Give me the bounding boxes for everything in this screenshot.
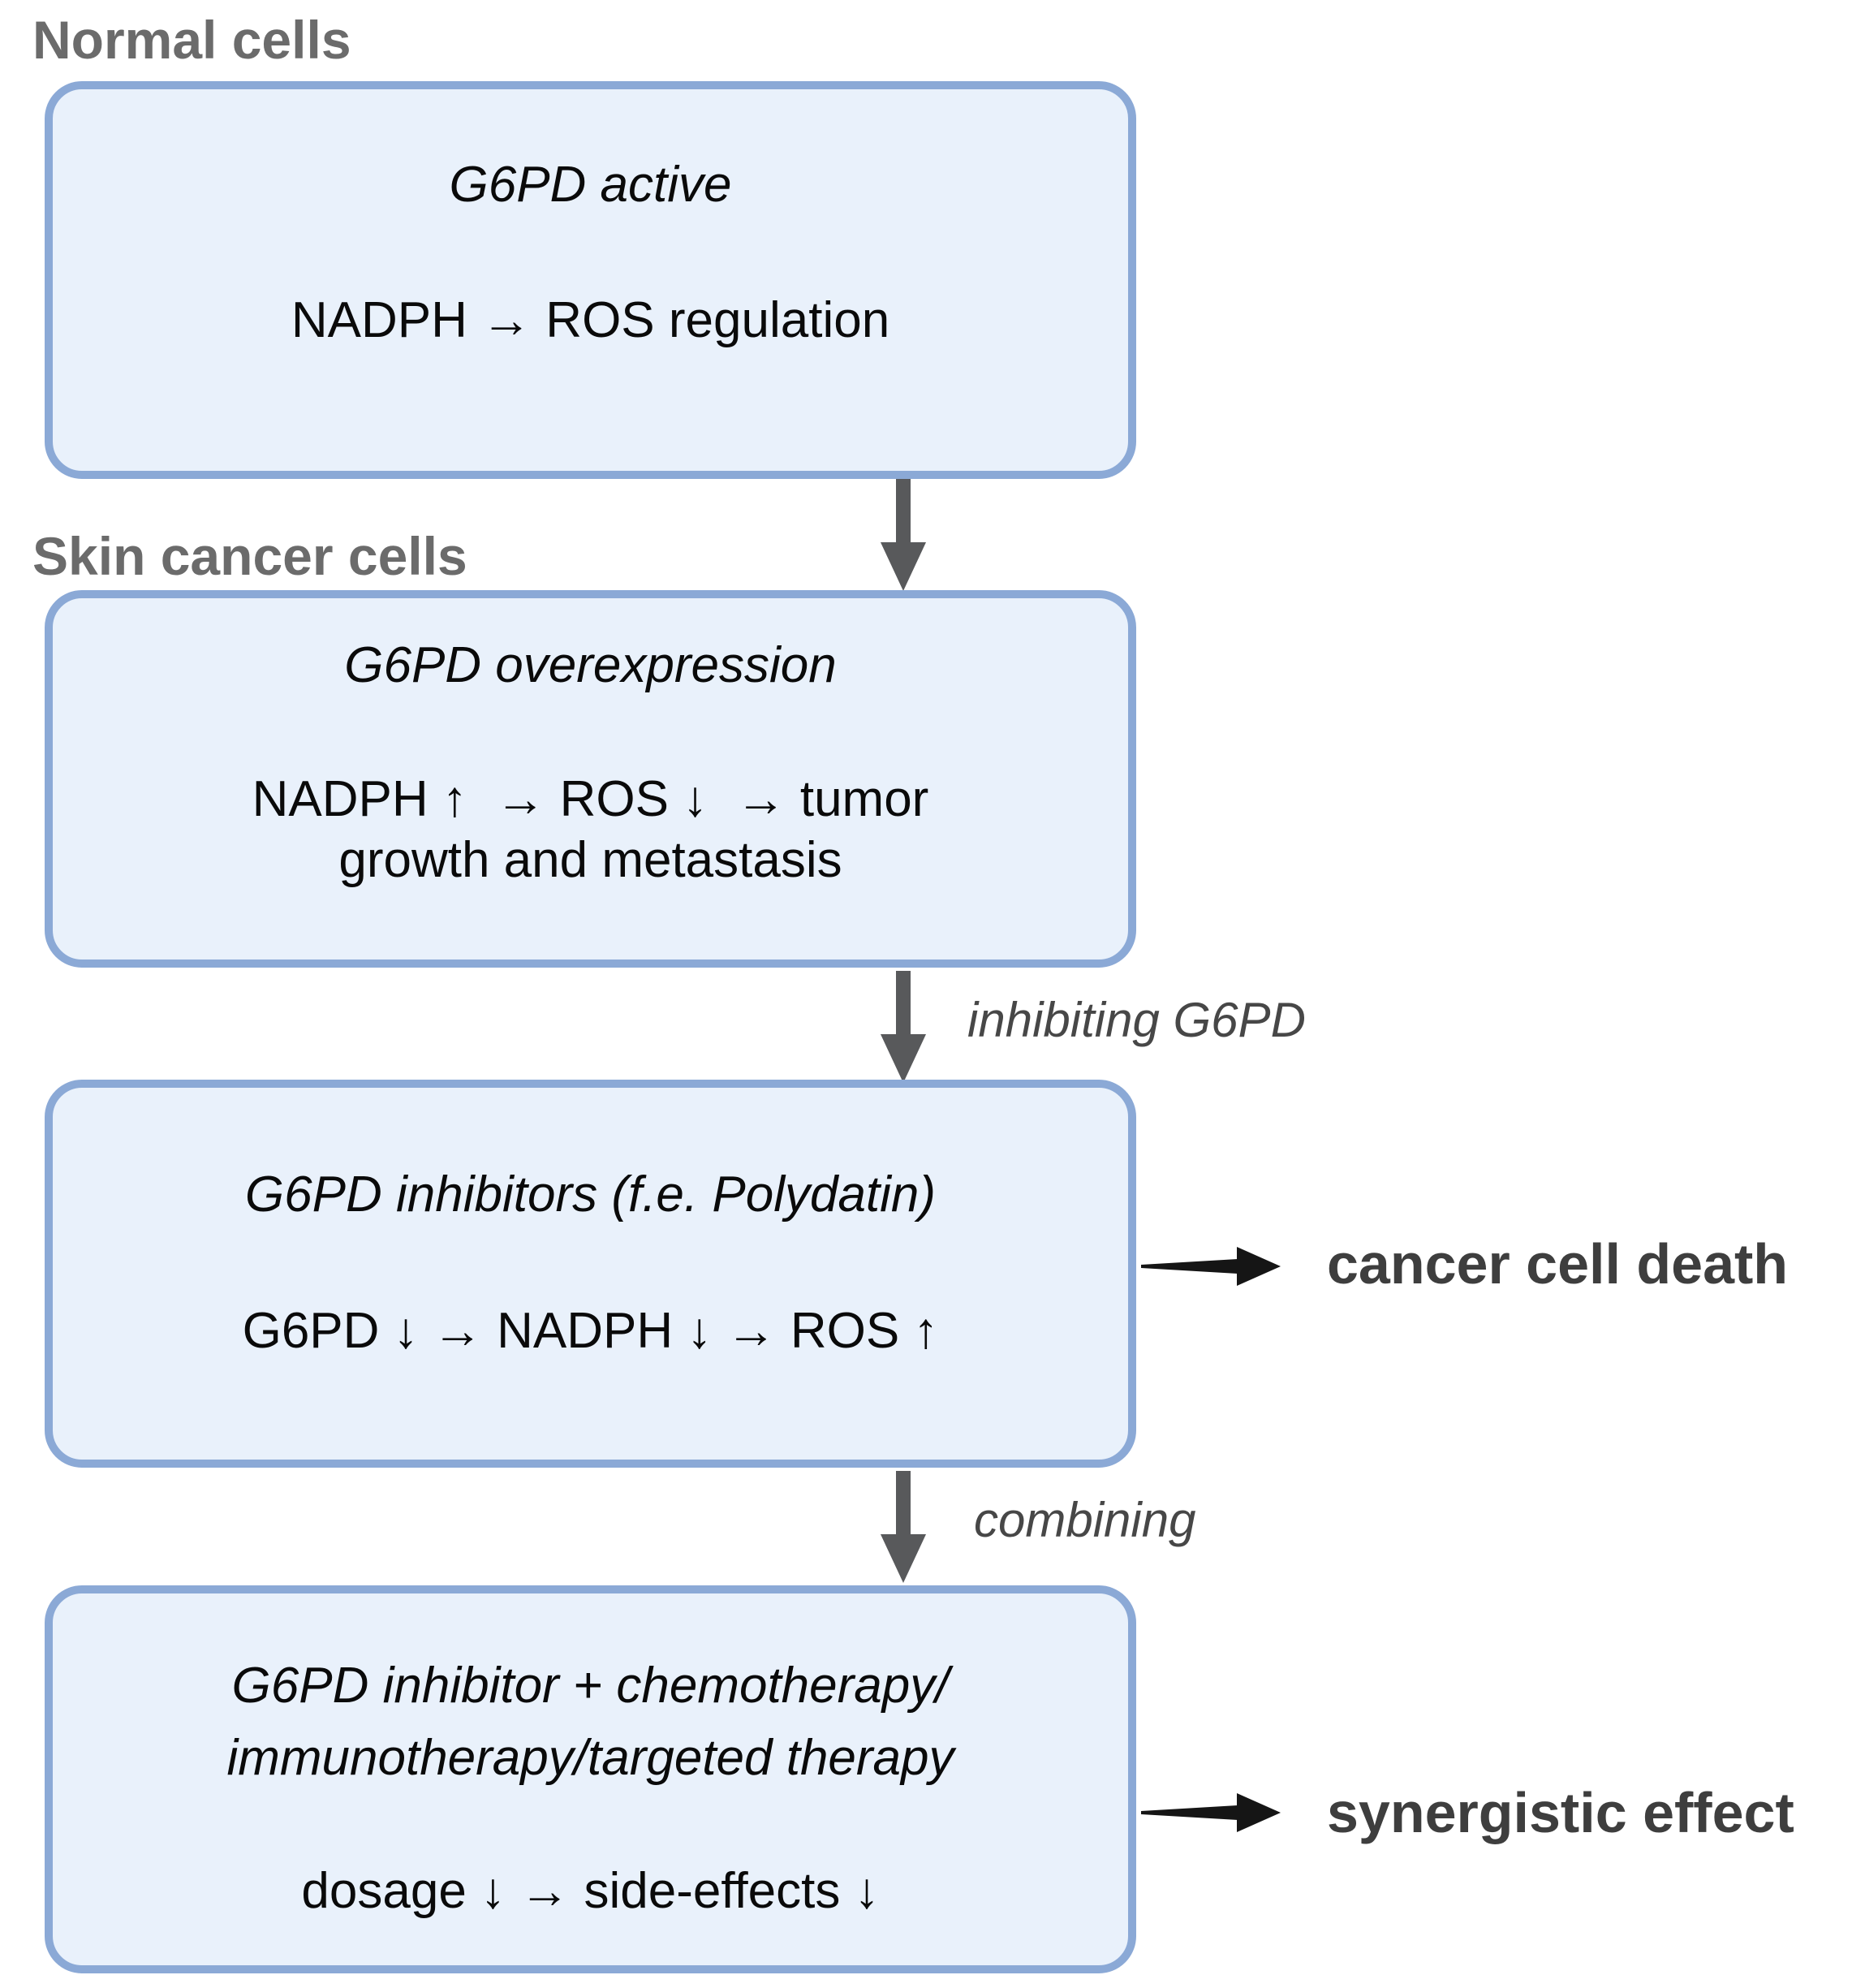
skin-cancer-cells-label: Skin cancer cells [32, 526, 467, 586]
combination-line2: immunotherapy/targeted therapy [226, 1730, 954, 1786]
combination-therapy-box: G6PD inhibitor + chemotherapy/ immunothe… [45, 1585, 1136, 1973]
combination-line3: dosage ↓ → side-effects ↓ [301, 1863, 880, 1919]
down-arrow-icon [881, 1471, 926, 1583]
normal-cells-line1: G6PD active [449, 157, 732, 213]
skin-cancer-cells-box: G6PD overexpression NADPH ↑ → ROS ↓ → tu… [45, 590, 1136, 968]
combination-line1: G6PD inhibitor + chemotherapy/ [231, 1658, 950, 1714]
normal-cells-line2: NADPH → ROS regulation [291, 292, 890, 348]
g6pd-inhibitors-box: G6PD inhibitors (f.e. Polydatin) G6PD ↓ … [45, 1080, 1136, 1468]
cancer-cell-death-label: cancer cell death [1327, 1232, 1789, 1296]
down-arrow-icon [881, 971, 926, 1083]
skin-cancer-line2: NADPH ↑ → ROS ↓ → tumor [252, 771, 929, 827]
normal-cells-box: G6PD active NADPH → ROS regulation [45, 81, 1136, 479]
right-arrow-icon [1141, 1793, 1281, 1832]
combining-annotation: combining [974, 1493, 1196, 1547]
skin-cancer-line3: growth and metastasis [338, 832, 842, 888]
inhibiting-g6pd-annotation: inhibiting G6PD [967, 993, 1306, 1047]
g6pd-inhibitors-line2: G6PD ↓ → NADPH ↓ → ROS ↑ [242, 1303, 939, 1359]
right-arrow-icon [1141, 1247, 1281, 1286]
normal-cells-label: Normal cells [32, 10, 351, 70]
skin-cancer-line1: G6PD overexpression [344, 637, 837, 693]
g6pd-inhibitors-line1: G6PD inhibitors (f.e. Polydatin) [244, 1166, 937, 1223]
synergistic-effect-label: synergistic effect [1327, 1781, 1794, 1844]
down-arrow-icon [881, 479, 926, 591]
